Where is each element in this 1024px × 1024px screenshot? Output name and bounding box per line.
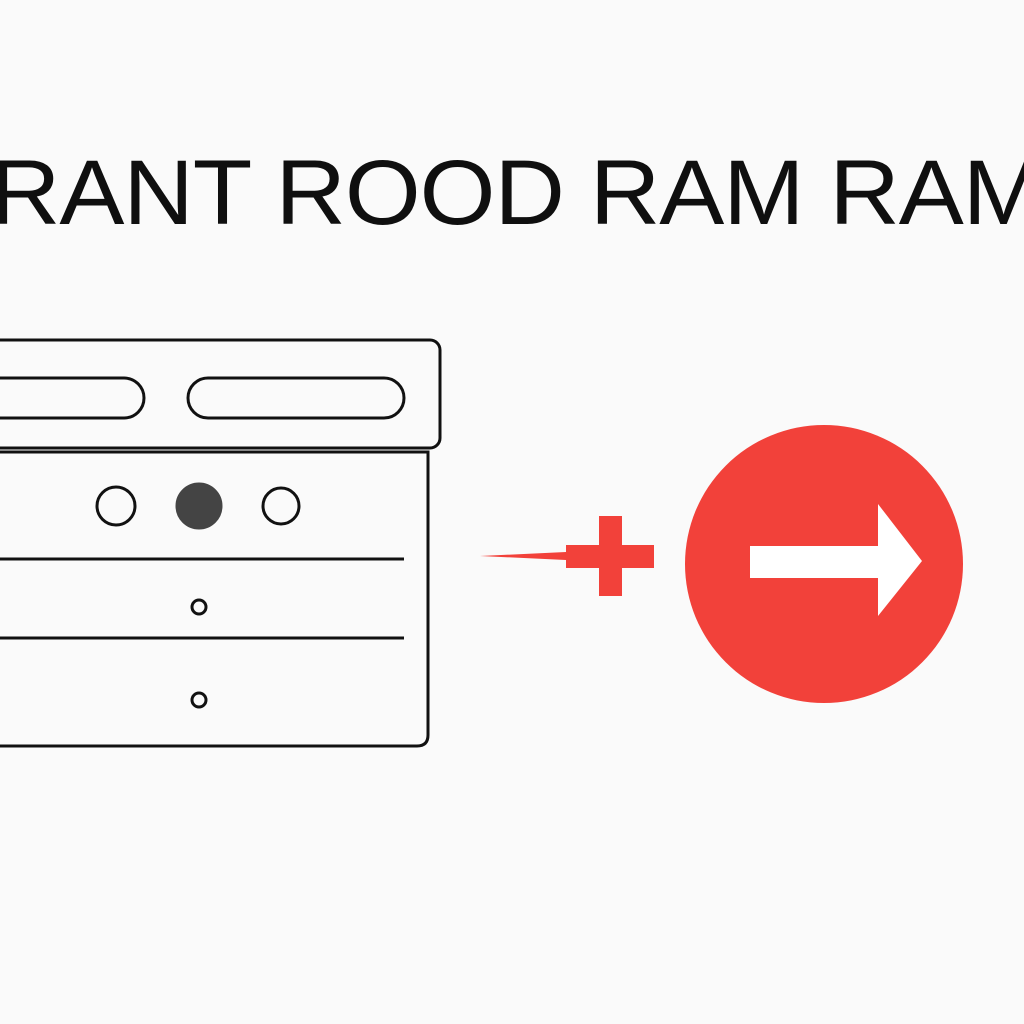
lid-slot-left [0,376,146,420]
knob-1 [190,598,208,616]
indicator-light-right [261,486,301,526]
headline-text: RANT ROOD RAM RAMM [0,142,1024,244]
knob-2 [190,691,208,709]
arrow-right-circle-icon [685,425,963,703]
indicator-light-center [175,482,223,530]
device-lid [0,338,442,450]
lid-slot-right [186,376,406,420]
plus-connector [480,516,654,596]
device-body [0,450,430,748]
indicator-light-left [95,485,137,527]
headline: RANT ROOD RAM RAMM [0,138,1024,248]
connector-line [480,552,566,560]
server-rack-icon [0,338,442,748]
plus-icon-vertical [599,516,622,596]
arrow-shape [750,504,922,616]
